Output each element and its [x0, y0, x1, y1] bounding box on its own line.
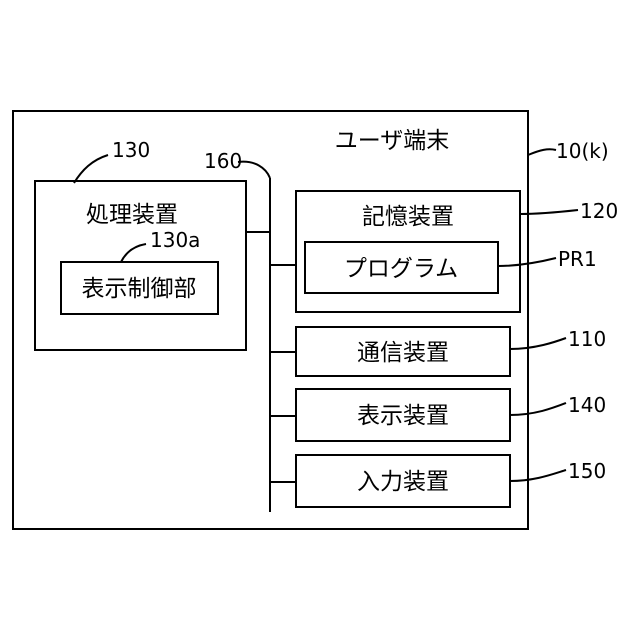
bus-leader	[238, 162, 270, 178]
bus-ref: 160	[204, 149, 242, 173]
display-label: 表示装置	[357, 403, 449, 429]
processor-leader	[74, 155, 108, 183]
display-controller-label: 表示制御部	[82, 276, 197, 302]
processor-label: 処理装置	[86, 202, 178, 228]
input-leader	[510, 470, 566, 481]
communication-leader	[510, 338, 566, 349]
display-controller-leader	[121, 244, 146, 262]
communication-label: 通信装置	[357, 340, 449, 366]
input-ref: 150	[568, 459, 606, 483]
storage-ref: 120	[580, 199, 618, 223]
communication-ref: 110	[568, 327, 606, 351]
display-controller-ref: 130a	[150, 228, 200, 252]
storage-label: 記憶装置	[362, 204, 454, 230]
program-ref: PR1	[558, 247, 597, 271]
terminal-ref: 10(k)	[556, 139, 609, 163]
display-ref: 140	[568, 393, 606, 417]
terminal-leader	[528, 149, 556, 155]
processor-ref: 130	[112, 138, 150, 162]
user-terminal-title: ユーザ端末	[335, 128, 450, 154]
display-leader	[510, 403, 566, 415]
program-label: プログラム	[344, 256, 458, 282]
input-label: 入力装置	[357, 469, 449, 495]
